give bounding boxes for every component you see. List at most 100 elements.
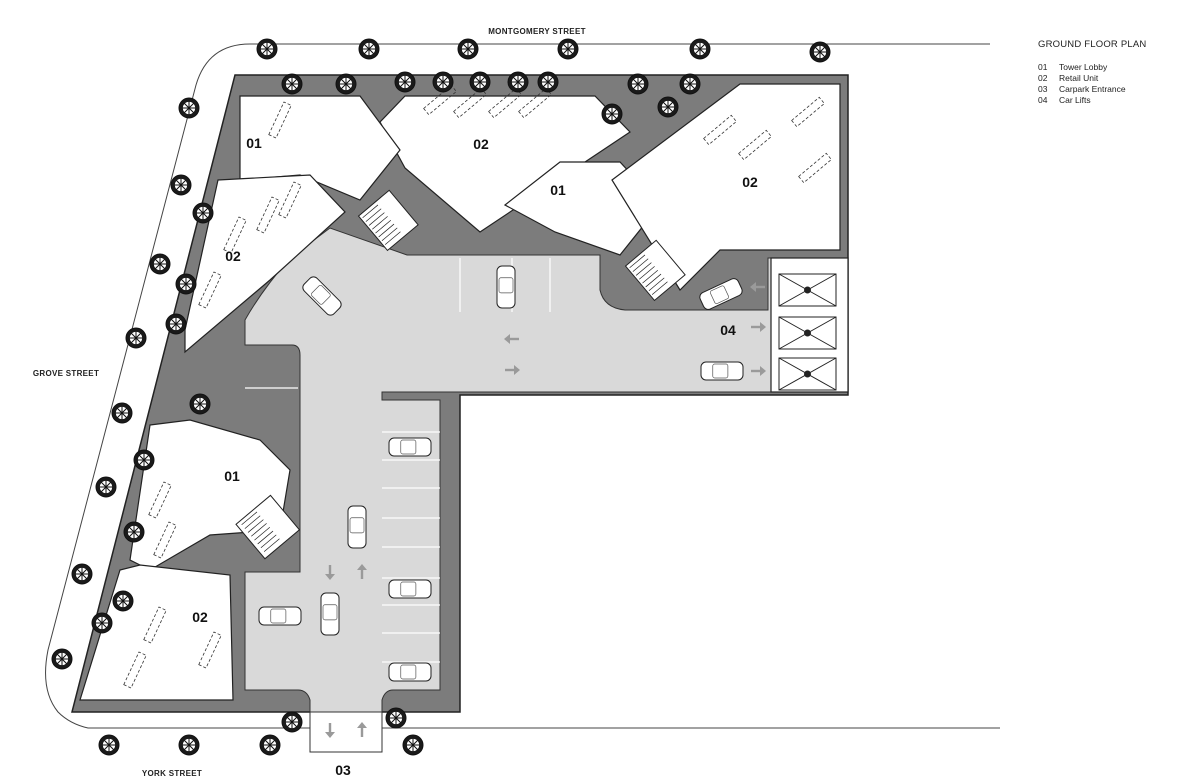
retail-fixture <box>791 96 825 128</box>
direction-arrows <box>325 282 766 738</box>
car-icon <box>347 505 367 549</box>
tree-icon <box>689 38 711 60</box>
tree-icon <box>394 71 416 93</box>
car-icon <box>388 579 432 599</box>
car-lift-block <box>770 257 849 393</box>
retail-fixture <box>798 152 832 184</box>
tree-icon <box>133 449 155 471</box>
direction-arrow-icon <box>357 564 367 579</box>
tree-icon <box>679 73 701 95</box>
street-label-north: MONTGOMERY STREET <box>488 27 586 36</box>
room-label-car-lifts: 04 <box>720 322 736 338</box>
tree-icon <box>178 97 200 119</box>
tree-icon <box>281 73 303 95</box>
legend-item-number: 01 <box>1038 62 1048 72</box>
stair-treads <box>241 511 280 552</box>
car-icon <box>699 278 743 310</box>
legend-item-number: 04 <box>1038 95 1048 105</box>
stair-treads <box>241 204 668 552</box>
tree-icon <box>358 38 380 60</box>
direction-arrow-icon <box>325 565 335 580</box>
car-lift-icon <box>778 273 837 307</box>
tree-icon <box>256 38 278 60</box>
tree-icon <box>601 103 623 125</box>
tree-icon <box>627 73 649 95</box>
tree-icon <box>385 707 407 729</box>
direction-arrow-icon <box>505 365 520 375</box>
room-label-retail-west: 02 <box>225 248 241 264</box>
tree-icon <box>71 563 93 585</box>
tree-icon <box>809 41 831 63</box>
tree-icon <box>111 402 133 424</box>
retail-fixture <box>738 129 772 161</box>
car-icon <box>388 437 432 457</box>
room-label-retail-north: 02 <box>473 136 489 152</box>
direction-arrow-icon <box>751 366 766 376</box>
tree-icon <box>189 393 211 415</box>
retail-fixture <box>703 114 737 146</box>
tree-icon <box>98 734 120 756</box>
legend-item-number: 02 <box>1038 73 1048 83</box>
direction-arrow-icon <box>504 334 519 344</box>
legend-item-number: 03 <box>1038 84 1048 94</box>
stair-nw <box>357 189 419 252</box>
legend-item: 01 Tower Lobby <box>1038 62 1146 73</box>
stair-treads <box>629 254 668 295</box>
retail-fixture <box>223 216 247 254</box>
cars <box>258 265 744 682</box>
tree-icon <box>457 38 479 60</box>
legend-item-label: Carpark Entrance <box>1059 84 1126 94</box>
room-label-lobby-nw: 01 <box>246 135 262 151</box>
tree-icon <box>507 71 529 93</box>
room-label-carpark-entrance: 03 <box>335 762 351 778</box>
retail-unit-ne <box>611 83 841 291</box>
tree-icon <box>91 612 113 634</box>
car-lift-symbols <box>778 273 837 391</box>
tree-icon <box>149 253 171 275</box>
legend-title: GROUND FLOOR PLAN <box>1038 39 1147 50</box>
tree-icon <box>657 96 679 118</box>
direction-arrow-icon <box>751 322 766 332</box>
street-label-west: GROVE STREET <box>33 369 99 378</box>
car-icon <box>496 265 516 309</box>
tree-icon <box>557 38 579 60</box>
tree-icon <box>192 202 214 224</box>
car-icon <box>388 662 432 682</box>
car-lift-icon <box>778 357 837 391</box>
tree-icon <box>165 313 187 335</box>
retail-unit-west <box>184 174 346 354</box>
tree-icon <box>178 734 200 756</box>
tree-icon <box>335 73 357 95</box>
tree-icon <box>51 648 73 670</box>
tree-icon <box>175 273 197 295</box>
street-curb-line <box>45 43 1000 729</box>
direction-arrow-icon <box>325 723 335 738</box>
tree-icon <box>123 521 145 543</box>
car-icon <box>320 592 340 636</box>
tree-icon <box>469 71 491 93</box>
room-label-lobby-sw: 01 <box>224 468 240 484</box>
tree-icon <box>432 71 454 93</box>
tree-icon <box>112 590 134 612</box>
tree-icon <box>125 327 147 349</box>
tree-icon <box>95 476 117 498</box>
tree-icon <box>402 734 424 756</box>
street-label-south: YORK STREET <box>142 769 202 778</box>
stair-sw <box>235 494 301 560</box>
car-icon <box>258 606 302 626</box>
legend-item: 03 Carpark Entrance <box>1038 84 1146 95</box>
tree-icon <box>259 734 281 756</box>
direction-arrow-icon <box>750 282 765 292</box>
car-icon <box>700 361 744 381</box>
stair-ne <box>624 239 686 302</box>
stair-treads <box>362 204 401 245</box>
legend-item-label: Tower Lobby <box>1059 62 1108 72</box>
tree-icon <box>537 71 559 93</box>
stairs <box>235 189 686 560</box>
room-label-retail-ne: 02 <box>742 174 758 190</box>
retail-fixture <box>148 481 172 519</box>
